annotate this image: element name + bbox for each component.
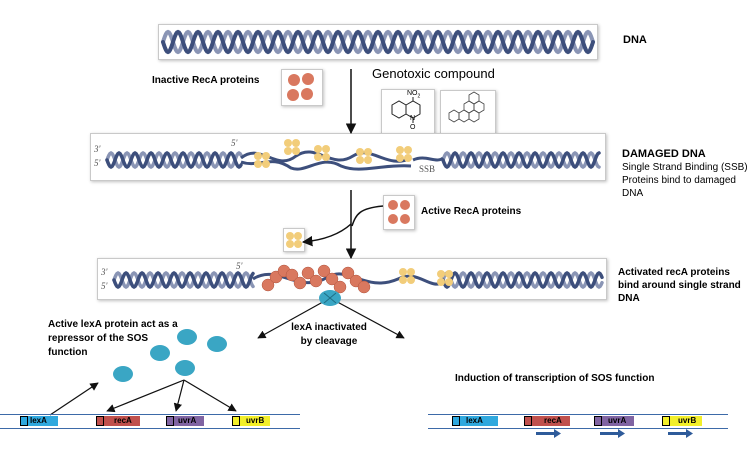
gene-uvrb-label: uvrB [246,416,265,425]
inactive-reca-panel [281,69,323,106]
damaged-dna-strands [105,150,601,171]
gene-uvra-marker [166,416,174,426]
three-prime-top: 3' [94,144,101,154]
released-ssb-protein [286,232,302,248]
damaged-dna-description: Single Strand Binding (SSB) Proteins bin… [622,162,748,199]
gene-reca-marker [524,416,532,426]
inactive-reca-proteins [287,73,314,101]
gene-reca-label: recA [544,416,562,425]
transcription-arrow-reca [536,429,561,438]
nitroquinoline-structure: NO2 N O [381,89,435,135]
benzopyrene-molecule-icon [448,91,485,123]
gene-reca-marker [96,416,104,426]
lexa-protein-5 [113,366,133,382]
gene-uvrb-label: uvrB [678,416,697,425]
arrow-repressor-reca [106,379,185,413]
activated-reca-label: Activated recA proteins bind around sing… [618,267,741,304]
gene-reca-right: recA [524,416,570,426]
gene-uvra-label: uvrA [608,416,627,425]
active-reca-label: Active RecA proteins [421,206,522,217]
five-prime-bottom-2: 5' [101,281,108,291]
n-atom: N [410,115,416,122]
gene-reca-label: recA [114,416,132,425]
lexa-inactivated-label: lexA inactivated by cleavage [291,322,367,347]
transcription-arrows [536,429,693,438]
lexa-protein-4 [175,360,195,376]
gene-uvrb-marker [232,416,240,426]
gene-uvrb-marker [662,416,670,426]
active-reca-panel [383,195,415,230]
gene-uvra-right: uvrA [594,416,634,426]
induction-label: Induction of transcription of SOS functi… [455,373,655,384]
gene-uvrb-right: uvrB [662,416,702,426]
arrow-ssb-release [301,223,352,247]
three-prime-top-2: 3' [101,267,108,277]
gene-uvra-marker [594,416,602,426]
benzopyrene-structure [440,90,496,134]
gene-lexa-label: lexA [30,416,47,425]
damaged-dna-panel: 3' 5' 5' SSB [90,133,606,181]
nitroquinoline-molecule-icon [391,97,421,123]
gene-lexa-right: lexA [452,416,498,426]
released-ssb-panel [283,228,305,252]
o-minus: O [410,124,416,131]
dna-helix-panel [158,24,598,60]
gene-uvra-label: uvrA [178,416,197,425]
gene-uvra-left: uvrA [166,416,204,426]
gene-reca-left: recA [96,416,140,426]
gene-lexa-left: lexA [20,416,58,426]
gene-track-right: lexA recA uvrA uvrB [428,411,728,451]
genotoxic-compound-label: Genotoxic compound [372,66,495,81]
gene-lexa-label: lexA [466,416,483,425]
no2-group: NO2 [407,90,421,100]
arrow-repressor-uvrb [183,379,237,412]
active-lexa-label: Active lexA protein act as a repressor o… [48,319,178,358]
arrow-repressor-uvra [173,379,185,412]
activated-reca-panel: 3' 5' 5' [97,258,607,300]
five-prime-break-2: 5' [236,261,243,271]
gene-lexa-marker [20,416,28,426]
inactive-reca-label: Inactive RecA proteins [152,75,260,86]
lexa-protein-3 [207,336,227,352]
transcription-arrow-uvrb [668,429,693,438]
dna-label: DNA [623,34,647,46]
gene-lexa-marker [452,416,460,426]
arrow-reca-activation-curve [351,205,384,227]
ssb-label: SSB [419,164,436,174]
damaged-dna-text: DAMAGED DNA Single Strand Binding (SSB) … [622,148,750,200]
five-prime-bottom: 5' [94,158,101,168]
active-reca-proteins [388,200,410,224]
gene-uvrb-left: uvrB [232,416,270,426]
dna-double-helix [161,29,595,55]
gene-track-left: lexA recA uvrA uvrB [0,411,300,435]
transcription-arrow-uvra [600,429,625,438]
damaged-dna-title: DAMAGED DNA [622,148,706,160]
five-prime-break: 5' [231,138,238,148]
